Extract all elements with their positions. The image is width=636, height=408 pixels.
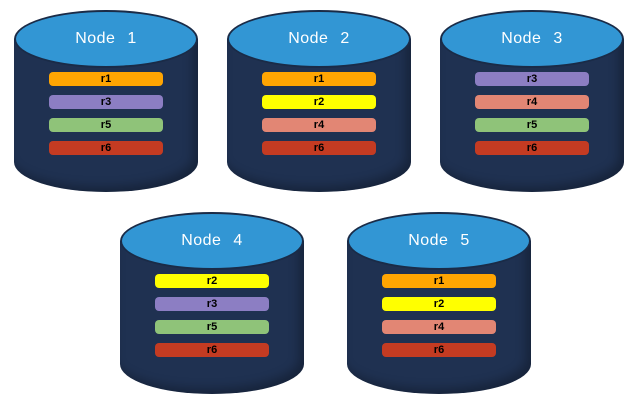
replica-bar-list: r1 r2 r4 r6: [262, 72, 376, 155]
replica-bar-r6: r6: [49, 141, 163, 155]
cylinder-top-ellipse: Node 4: [120, 212, 304, 270]
replica-bar-r5: r5: [155, 320, 269, 334]
replica-bar-r4: r4: [475, 95, 589, 109]
replica-bar-r2: r2: [262, 95, 376, 109]
database-node-2: Node 2 r1 r2 r4 r6: [227, 10, 411, 192]
replica-bar-list: r1 r2 r4 r6: [382, 274, 496, 357]
node-title: Node 5: [408, 232, 470, 249]
replica-bar-list: r3 r4 r5 r6: [475, 72, 589, 155]
top-row: Node 1 r1 r3 r5 r6 Node 2 r1 r2 r4 r6 Node 3 r…: [14, 10, 624, 192]
node-title: Node 1: [75, 30, 137, 47]
database-node-3: Node 3 r3 r4 r5 r6: [440, 10, 624, 192]
cylinder-top-ellipse: Node 2: [227, 10, 411, 68]
replica-bar-r5: r5: [49, 118, 163, 132]
cylinder-top-ellipse: Node 3: [440, 10, 624, 68]
replica-bar-list: r2 r3 r5 r6: [155, 274, 269, 357]
replica-bar-r5: r5: [475, 118, 589, 132]
bottom-row: Node 4 r2 r3 r5 r6 Node 5 r1 r2 r4 r6: [120, 212, 531, 394]
replica-bar-r6: r6: [475, 141, 589, 155]
replica-bar-r6: r6: [382, 343, 496, 357]
database-node-1: Node 1 r1 r3 r5 r6: [14, 10, 198, 192]
replica-bar-r2: r2: [155, 274, 269, 288]
database-node-5: Node 5 r1 r2 r4 r6: [347, 212, 531, 394]
replica-bar-r4: r4: [262, 118, 376, 132]
replica-bar-r6: r6: [155, 343, 269, 357]
node-title: Node 4: [181, 232, 243, 249]
database-node-4: Node 4 r2 r3 r5 r6: [120, 212, 304, 394]
replica-bar-r1: r1: [262, 72, 376, 86]
cylinder-top-ellipse: Node 1: [14, 10, 198, 68]
node-title: Node 3: [501, 30, 563, 47]
replica-bar-r1: r1: [49, 72, 163, 86]
replica-bar-r3: r3: [475, 72, 589, 86]
replica-bar-r4: r4: [382, 320, 496, 334]
replica-bar-list: r1 r3 r5 r6: [49, 72, 163, 155]
node-title: Node 2: [288, 30, 350, 47]
replica-bar-r3: r3: [49, 95, 163, 109]
replica-bar-r3: r3: [155, 297, 269, 311]
cylinder-top-ellipse: Node 5: [347, 212, 531, 270]
replica-bar-r6: r6: [262, 141, 376, 155]
replica-bar-r1: r1: [382, 274, 496, 288]
replica-bar-r2: r2: [382, 297, 496, 311]
